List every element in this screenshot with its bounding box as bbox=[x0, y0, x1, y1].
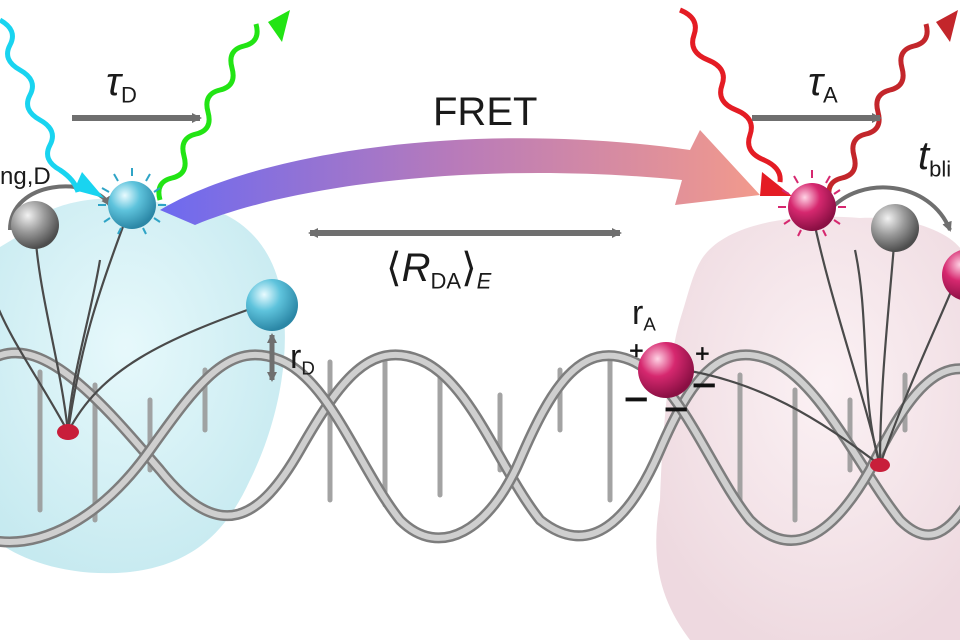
positive-charge: + bbox=[628, 338, 645, 362]
donor-excitation-wave bbox=[0, 17, 81, 193]
sphere-icon bbox=[871, 204, 919, 252]
negative-charge: − bbox=[690, 365, 719, 405]
donor-emission-head bbox=[268, 10, 290, 42]
positive-charge: + bbox=[694, 341, 711, 365]
donor-excited-sphere bbox=[98, 168, 166, 235]
sphere-icon bbox=[108, 181, 156, 229]
sphere-icon bbox=[942, 250, 960, 300]
acceptor-linkers bbox=[671, 211, 960, 466]
sphere-icon bbox=[788, 183, 836, 231]
acceptor-excited-sphere bbox=[778, 170, 846, 237]
donor-emission-wave bbox=[156, 23, 260, 201]
donor-excitation-head bbox=[74, 172, 104, 198]
acceptor-emission-wave bbox=[826, 23, 930, 201]
fret-label: FRET bbox=[433, 90, 538, 134]
dna-helix bbox=[0, 347, 960, 548]
tau-d-label: τD bbox=[106, 60, 137, 108]
rd-label: rD bbox=[290, 338, 315, 379]
t-blink-partial-label: tbli bbox=[918, 134, 952, 182]
acceptor-attachment-point bbox=[870, 458, 890, 472]
sphere-icon bbox=[638, 342, 694, 398]
donor-attachment-point bbox=[57, 424, 79, 440]
donor-linkers bbox=[0, 207, 271, 433]
acceptor-emission-head bbox=[936, 10, 958, 42]
negative-charge: − bbox=[622, 379, 651, 419]
fret-arrow bbox=[160, 130, 760, 225]
k-link-d-partial-label: ng,D bbox=[0, 163, 51, 190]
donor-accessible-volume bbox=[0, 198, 285, 574]
sphere-icon bbox=[11, 201, 59, 249]
acceptor-accessible-volume bbox=[656, 216, 960, 640]
tau-a-label: τA bbox=[808, 60, 838, 108]
acceptor-blink-arrow bbox=[828, 185, 952, 232]
negative-charge: − bbox=[662, 389, 691, 429]
sphere-icon bbox=[246, 279, 298, 331]
rda-label: ⟨RDA⟩E bbox=[386, 246, 492, 294]
acceptor-excitation-wave bbox=[678, 7, 783, 183]
ra-label: rA bbox=[632, 294, 656, 335]
